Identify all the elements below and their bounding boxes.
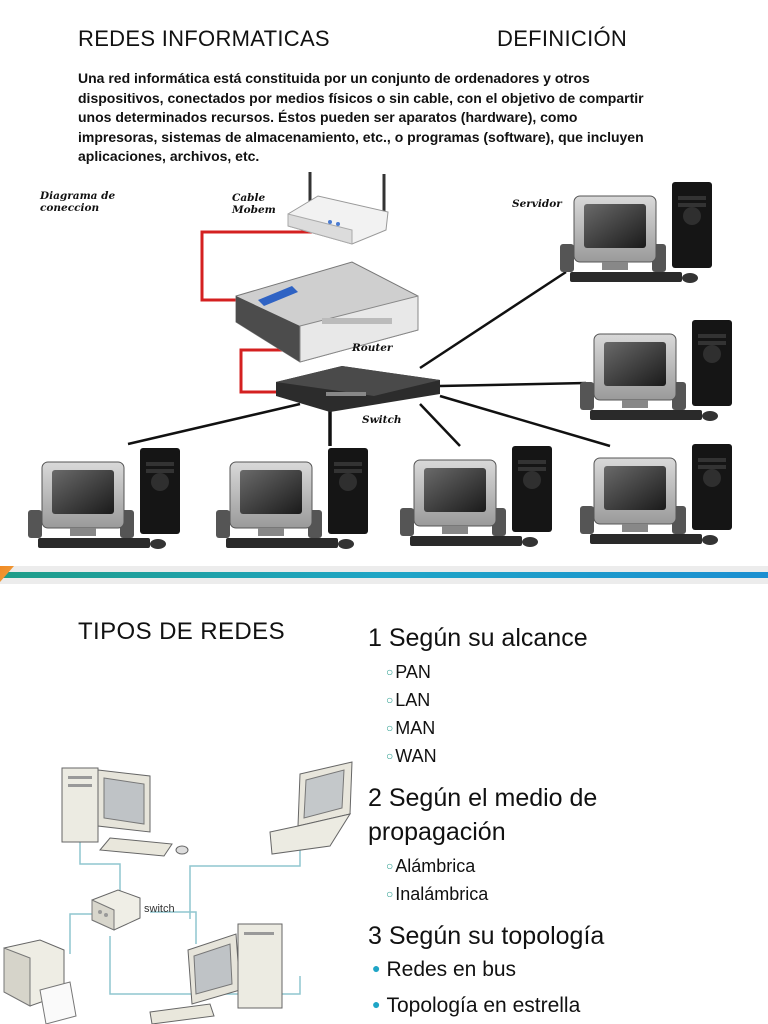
list-item: ○LAN (386, 690, 430, 711)
cable-pc (128, 404, 300, 444)
cable-pc (420, 404, 460, 446)
diagram-label: Diagrama de coneccion (40, 190, 115, 214)
computer-icon (580, 444, 732, 545)
item-label: Redes en bus (386, 958, 516, 981)
switch-icon (276, 366, 440, 412)
item-label: PAN (395, 662, 431, 682)
server-computer-icon (560, 182, 712, 283)
slide-title: TIPOS DE REDES (78, 618, 285, 646)
computer-icon (216, 448, 368, 549)
list-item: ● Topología en estrella (372, 994, 580, 1018)
switch-label: Switch (362, 414, 402, 426)
label-line: coneccion (40, 202, 115, 214)
list-item: ○Inalámbrica (386, 884, 488, 905)
list-item: ○WAN (386, 746, 437, 767)
slide-tipos-de-redes: TIPOS DE REDES 1 Según su alcance ○PAN ○… (0, 584, 768, 1024)
dot-bullet-icon: ● (372, 996, 380, 1012)
item-label: WAN (395, 746, 436, 766)
list-item: ○Alámbrica (386, 856, 475, 877)
item-label: MAN (395, 718, 435, 738)
section-heading: 3 Según su topología (368, 922, 604, 951)
dot-bullet-icon: ● (372, 960, 380, 976)
item-label: Inalámbrica (395, 884, 488, 904)
switch-text: switch (144, 903, 175, 915)
cable-modem-label: Cable Mobem (232, 192, 276, 216)
section-heading: propagación (368, 818, 506, 847)
section-heading: 2 Según el medio de (368, 784, 597, 813)
list-item: ○MAN (386, 718, 435, 739)
network-diagram (0, 0, 768, 566)
network-illustration: switch (0, 754, 360, 1024)
ring-bullet-icon: ○ (386, 749, 393, 763)
router-label: Router (352, 342, 392, 354)
label-line: Cable (232, 192, 276, 204)
list-item: ○PAN (386, 662, 431, 683)
slide-definicion: REDES INFORMATICAS DEFINICIÓN Una red in… (0, 0, 768, 566)
cable-server (420, 272, 566, 368)
computer-icon (580, 320, 732, 421)
server-label: Servidor (512, 198, 562, 210)
item-label: Alámbrica (395, 856, 475, 876)
computer-icon (28, 448, 180, 549)
ring-bullet-icon: ○ (386, 859, 393, 873)
label-line: Mobem (232, 204, 276, 216)
ring-bullet-icon: ○ (386, 721, 393, 735)
item-label: LAN (395, 690, 430, 710)
cable-pc (440, 383, 586, 386)
computer-icon (400, 446, 552, 547)
ring-bullet-icon: ○ (386, 887, 393, 901)
section-heading: 1 Según su alcance (368, 624, 588, 653)
list-item: ● Redes en bus (372, 958, 516, 982)
item-label: Topología en estrella (386, 994, 580, 1017)
slide-divider-bar (0, 572, 768, 578)
ring-bullet-icon: ○ (386, 693, 393, 707)
label-line: Diagrama de (40, 190, 115, 202)
ring-bullet-icon: ○ (386, 665, 393, 679)
